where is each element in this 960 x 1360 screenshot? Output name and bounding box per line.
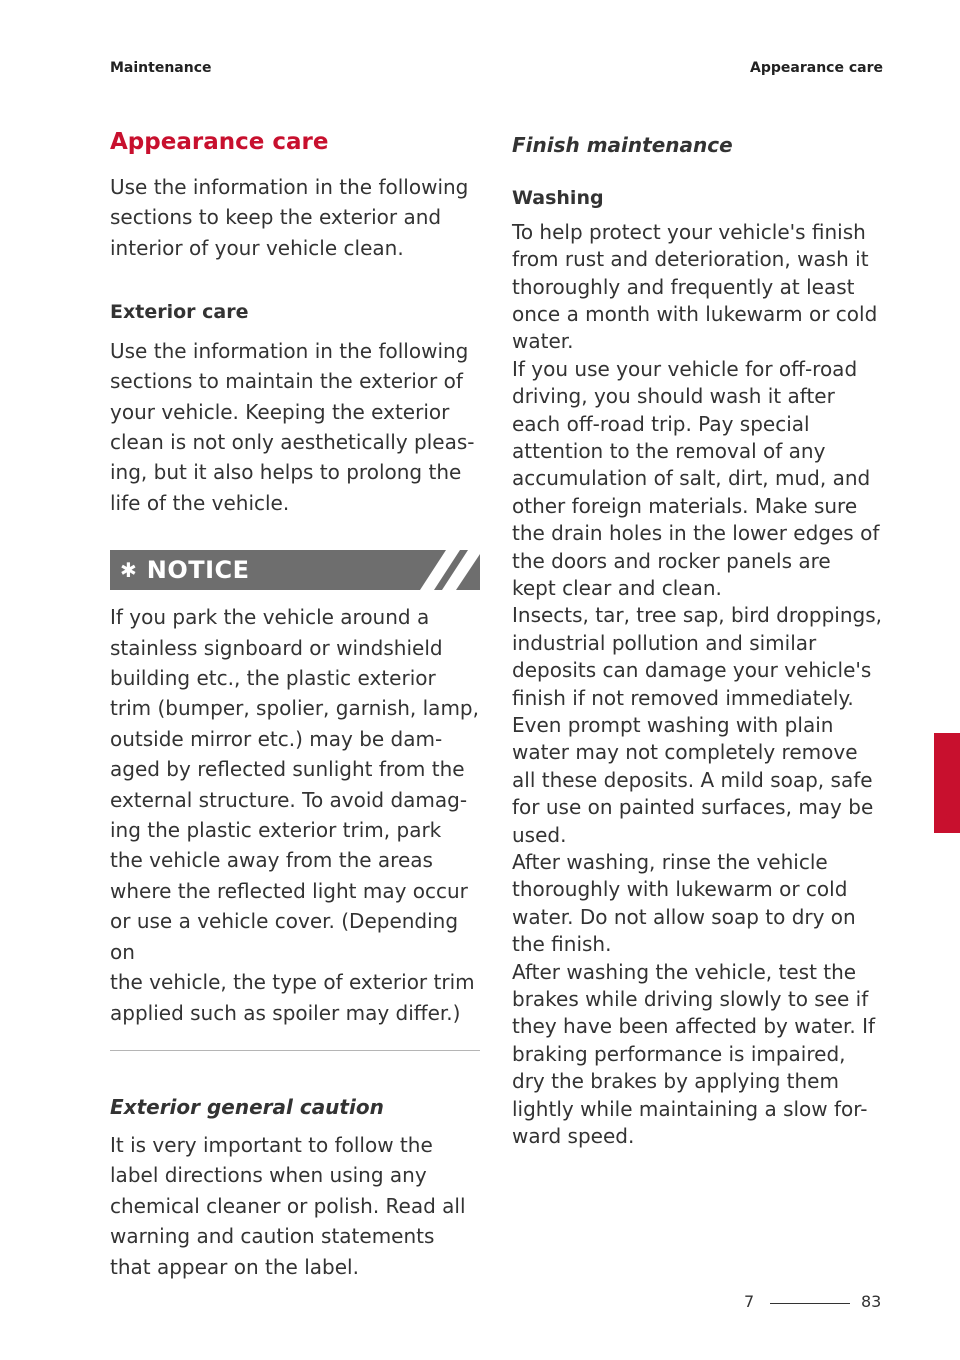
text-line: the finish. <box>512 932 612 957</box>
notice-stripes-icon <box>420 550 480 591</box>
exterior-care-heading: Exterior care <box>110 301 249 324</box>
text-line: If you park the vehicle around a <box>110 605 430 630</box>
text-line: ward speed. <box>512 1124 635 1149</box>
text-line: sections to maintain the exterior of <box>110 369 463 394</box>
text-line: attention to the removal of any <box>512 438 826 463</box>
text-line: Even prompt washing with plain <box>512 713 834 737</box>
section-title: Appearance care <box>110 129 329 155</box>
text-line: the drain holes in the lower edges of <box>512 521 880 546</box>
text-line: trim (bumper, spolier, garnish, lamp, <box>110 696 479 721</box>
text-line: dry the brakes by applying them <box>512 1069 839 1094</box>
text-line: for use on painted surfaces, may be <box>512 795 874 820</box>
text-line: It is very important to follow the <box>110 1132 433 1157</box>
text-line: industrial pollution and similar <box>512 630 817 655</box>
footer-divider <box>770 1303 850 1304</box>
asterisk-icon: ✱ <box>120 558 137 583</box>
text-line: outside mirror etc.) may be dam- <box>110 726 443 751</box>
exterior-care-paragraph: Use the information in the following sec… <box>110 336 480 518</box>
text-line: chemical cleaner or polish. Read all <box>110 1193 466 1218</box>
text-line: from rust and deterioration, wash it <box>512 247 869 272</box>
text-line: external structure. To avoid damag- <box>110 787 468 812</box>
running-header-right: Appearance care <box>750 60 883 76</box>
text-line: the vehicle, the type of exterior trim <box>110 970 475 995</box>
intro-paragraph: Use the information in the following sec… <box>110 172 480 263</box>
washing-paragraph: To help protect your vehicle's finish fr… <box>512 219 882 1151</box>
text-line: clean is not only aesthetically pleas- <box>110 430 475 455</box>
text-line: building etc., the plastic exterior <box>110 666 436 691</box>
text-line: life of the vehicle. <box>110 490 290 515</box>
text-line: Use the information in the following <box>110 174 469 199</box>
text-line: that appear on the label. <box>110 1254 359 1279</box>
washing-heading: Washing <box>512 187 604 209</box>
text-line: water. <box>512 329 574 354</box>
text-line: sections to keep the exterior and <box>110 205 442 230</box>
text-line: where the reflected light may occur <box>110 878 468 903</box>
notice-divider <box>110 1049 480 1051</box>
text-line: braking performance is impaired, <box>512 1041 846 1066</box>
chapter-tab <box>934 733 960 833</box>
text-line: ing, but it also helps to prolong the <box>110 460 462 485</box>
text-line: warning and caution statements <box>110 1224 435 1249</box>
text-line: stainless signboard or windshield <box>110 635 443 660</box>
text-line: your vehicle. Keeping the exterior <box>110 399 450 424</box>
general-caution-paragraph: It is very important to follow the label… <box>110 1130 480 1282</box>
text-line: lightly while maintaining a slow for- <box>512 1096 868 1121</box>
text-line: thoroughly with lukewarm or cold <box>512 877 848 902</box>
text-line: applied such as spoiler may differ.) <box>110 1000 461 1025</box>
page-number: 83 <box>861 1292 882 1311</box>
finish-maintenance-heading: Finish maintenance <box>512 133 733 157</box>
text-line: Insects, tar, tree sap, bird droppings, <box>512 603 882 628</box>
text-line: aged by reflected sunlight from the <box>110 757 465 782</box>
right-column: Finish maintenance Washing To help prote… <box>512 128 882 1151</box>
text-line: kept clear and clean. <box>512 575 722 600</box>
text-line: water. Do not allow soap to dry on <box>512 904 856 929</box>
text-line: accumulation of salt, dirt, mud, and <box>512 466 871 491</box>
text-line: label directions when using any <box>110 1163 427 1188</box>
text-line: the doors and rocker panels are <box>512 548 831 573</box>
text-line: other foreign materials. Make sure <box>512 493 858 518</box>
text-line: deposits can damage your vehicle's <box>512 658 872 683</box>
text-line: each off-road trip. Pay special <box>512 411 810 436</box>
text-line: water may not completely remove <box>512 740 858 765</box>
chapter-tab-number: 7 <box>939 806 953 830</box>
left-column: Appearance care Use the information in t… <box>110 128 480 1282</box>
running-header-left: Maintenance <box>110 60 212 76</box>
notice-label: NOTICE <box>146 556 250 585</box>
exterior-general-caution-heading: Exterior general caution <box>110 1094 384 1119</box>
text-line: If you use your vehicle for off-road <box>512 356 858 381</box>
text-line: or use a vehicle cover. (Depending on <box>110 909 459 964</box>
text-line: Use the information in the following <box>110 338 469 363</box>
text-line: After washing the vehicle, test the <box>512 959 857 984</box>
text-line: all these deposits. A mild soap, safe <box>512 767 873 792</box>
text-line: interior of your vehicle clean. <box>110 235 404 260</box>
text-line: once a month with lukewarm or cold <box>512 301 878 326</box>
text-line: used. <box>512 822 567 847</box>
text-line: finish if not removed immediately. <box>512 685 854 710</box>
text-line: the vehicle away from the areas <box>110 848 433 873</box>
text-line: ing the plastic exterior trim, park <box>110 818 442 843</box>
text-line: driving, you should wash it after <box>512 384 835 409</box>
text-line: To help protect your vehicle's finish <box>512 219 866 244</box>
notice-paragraph: If you park the vehicle around a stainle… <box>110 602 480 1028</box>
text-line: thoroughly and frequently at least <box>512 274 855 299</box>
footer-chapter-number: 7 <box>744 1292 755 1311</box>
text-line: they have been affected by water. If <box>512 1014 876 1039</box>
text-line: brakes while driving slowly to see if <box>512 987 869 1012</box>
notice-bar: ✱ NOTICE <box>110 550 480 591</box>
text-line: After washing, rinse the vehicle <box>512 850 828 875</box>
